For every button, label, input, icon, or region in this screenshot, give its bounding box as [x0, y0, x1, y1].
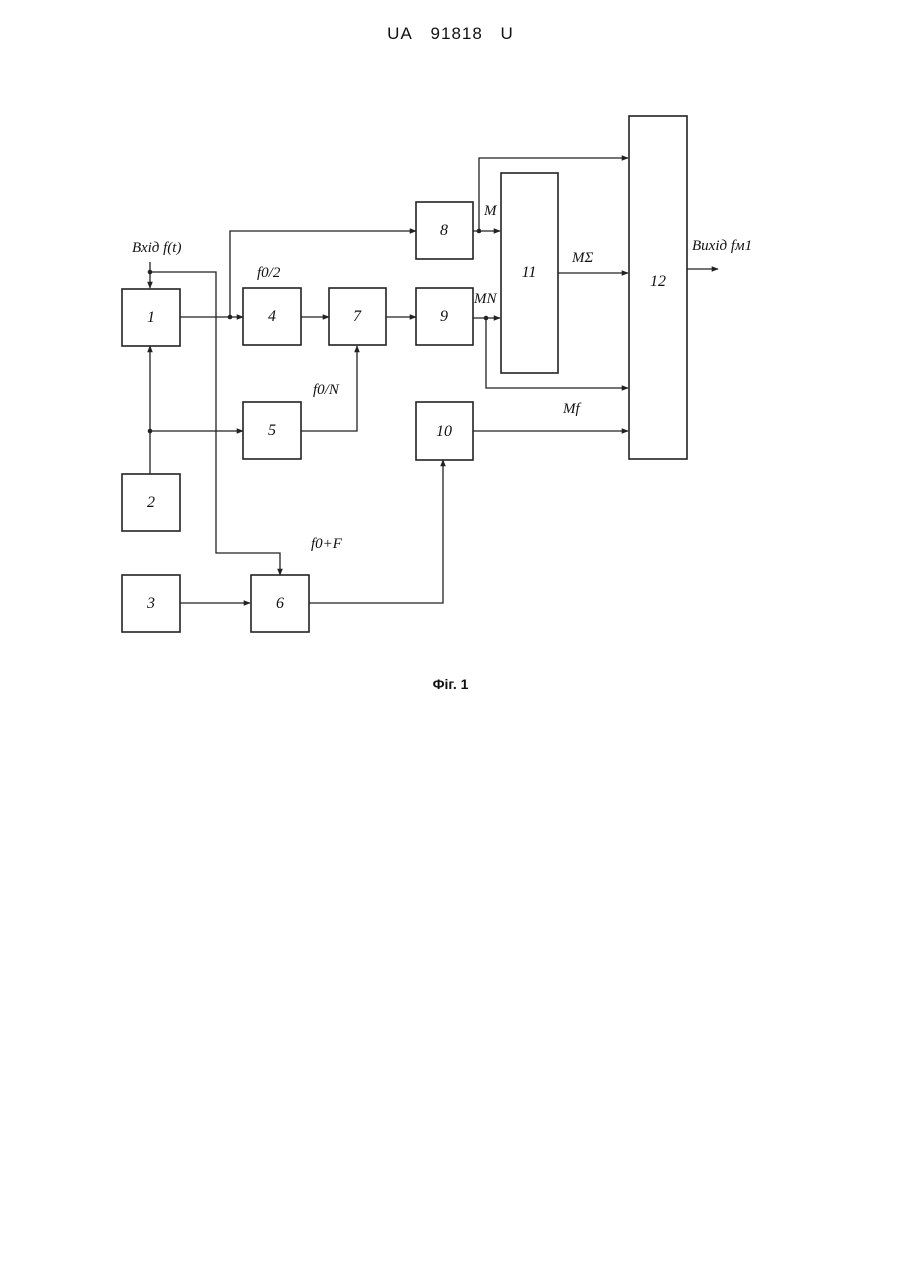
block-8-number: 8: [440, 222, 448, 239]
block-3-number: 3: [146, 595, 155, 612]
f0-n-label: f0/N: [313, 382, 340, 398]
junction-block-8-out: [477, 229, 482, 234]
figure-caption: Фіг. 1: [0, 676, 901, 692]
block-12-number: 12: [650, 273, 666, 290]
block-11: 11: [501, 173, 558, 373]
mf-label: Mf: [562, 401, 581, 417]
mn-label: MN: [473, 291, 497, 307]
block-9: 9: [416, 288, 473, 345]
block-12: 12: [629, 116, 687, 459]
block-6-number: 6: [276, 595, 284, 612]
f0-plus-f-label: f0+F: [311, 536, 343, 552]
junction-block-9-out: [484, 316, 489, 321]
block-1: 1: [122, 289, 180, 346]
junction-block-2-out: [148, 429, 153, 434]
block-6: 6: [251, 575, 309, 632]
block-4: 4: [243, 288, 301, 345]
block-11-number: 11: [522, 264, 537, 281]
block-2: 2: [122, 474, 180, 531]
block-3: 3: [122, 575, 180, 632]
input-label: Вхід f(t): [132, 240, 181, 256]
block-6-to-block-10: [309, 460, 443, 603]
blocks: 1 2 3 4 5 6 7 8: [122, 116, 687, 632]
junction-block-1-out: [228, 315, 233, 320]
block-9-number: 9: [440, 308, 448, 325]
block-5: 5: [243, 402, 301, 459]
f0-half-label: f0/2: [257, 265, 281, 281]
block-2-number: 2: [147, 494, 155, 511]
junction-input: [148, 270, 153, 275]
block-5-number: 5: [268, 422, 276, 439]
block-8: 8: [416, 202, 473, 259]
block-10-number: 10: [436, 423, 452, 440]
block-7-number: 7: [353, 308, 362, 325]
block-7: 7: [329, 288, 386, 345]
block-4-number: 4: [268, 308, 276, 325]
msum-label: MΣ: [571, 250, 593, 266]
m-label: M: [483, 203, 498, 219]
block-1-number: 1: [147, 309, 155, 326]
output-label: Вихід fм1: [692, 238, 752, 254]
block-10: 10: [416, 402, 473, 460]
